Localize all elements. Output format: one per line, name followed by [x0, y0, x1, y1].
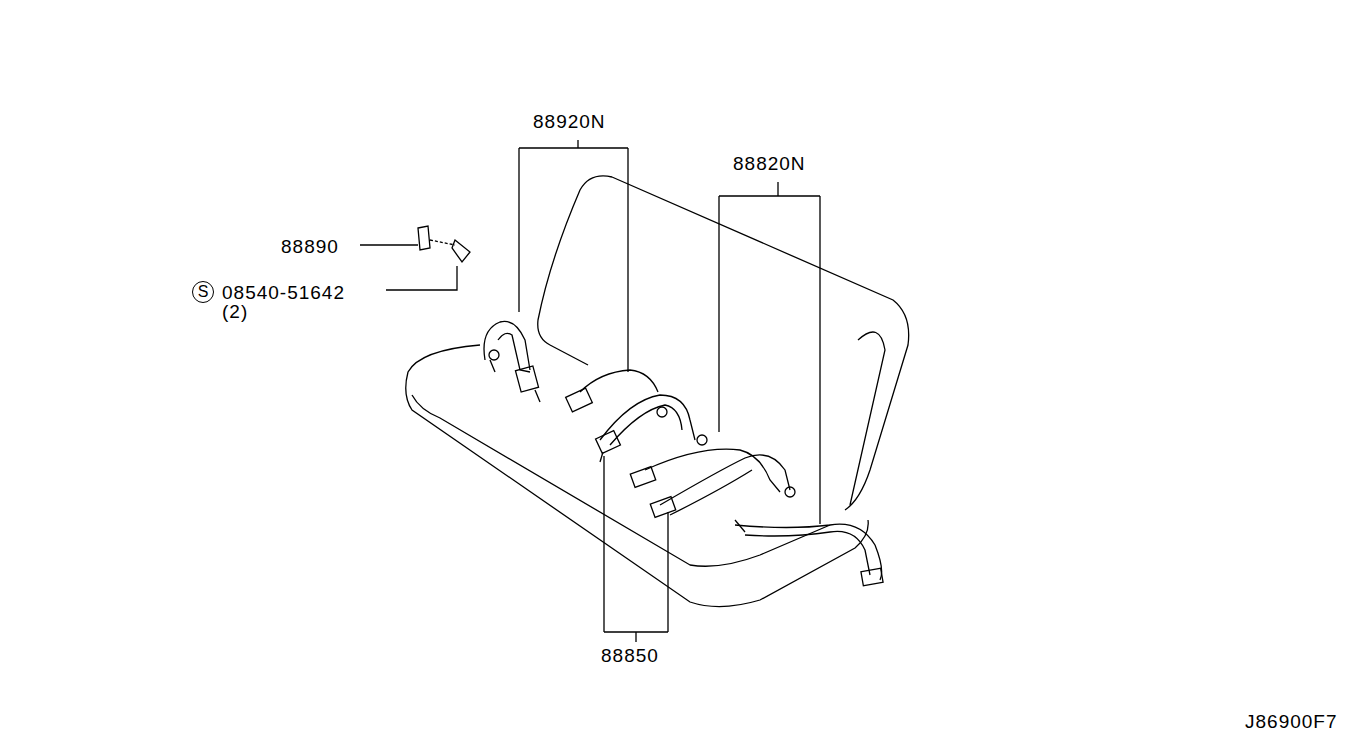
callout-number: 88920N	[533, 112, 606, 131]
callout-number: 08540-51642	[222, 283, 345, 302]
callout-number: 88850	[601, 646, 659, 665]
bracket	[519, 140, 820, 642]
callout-number: 88890	[281, 237, 339, 256]
leader-line	[360, 245, 457, 290]
standard-part-symbol: S	[192, 281, 214, 303]
callout-number: J86900F7	[1245, 712, 1338, 731]
callout-number: (2)	[222, 302, 248, 321]
callout-number: 88820N	[733, 154, 806, 173]
